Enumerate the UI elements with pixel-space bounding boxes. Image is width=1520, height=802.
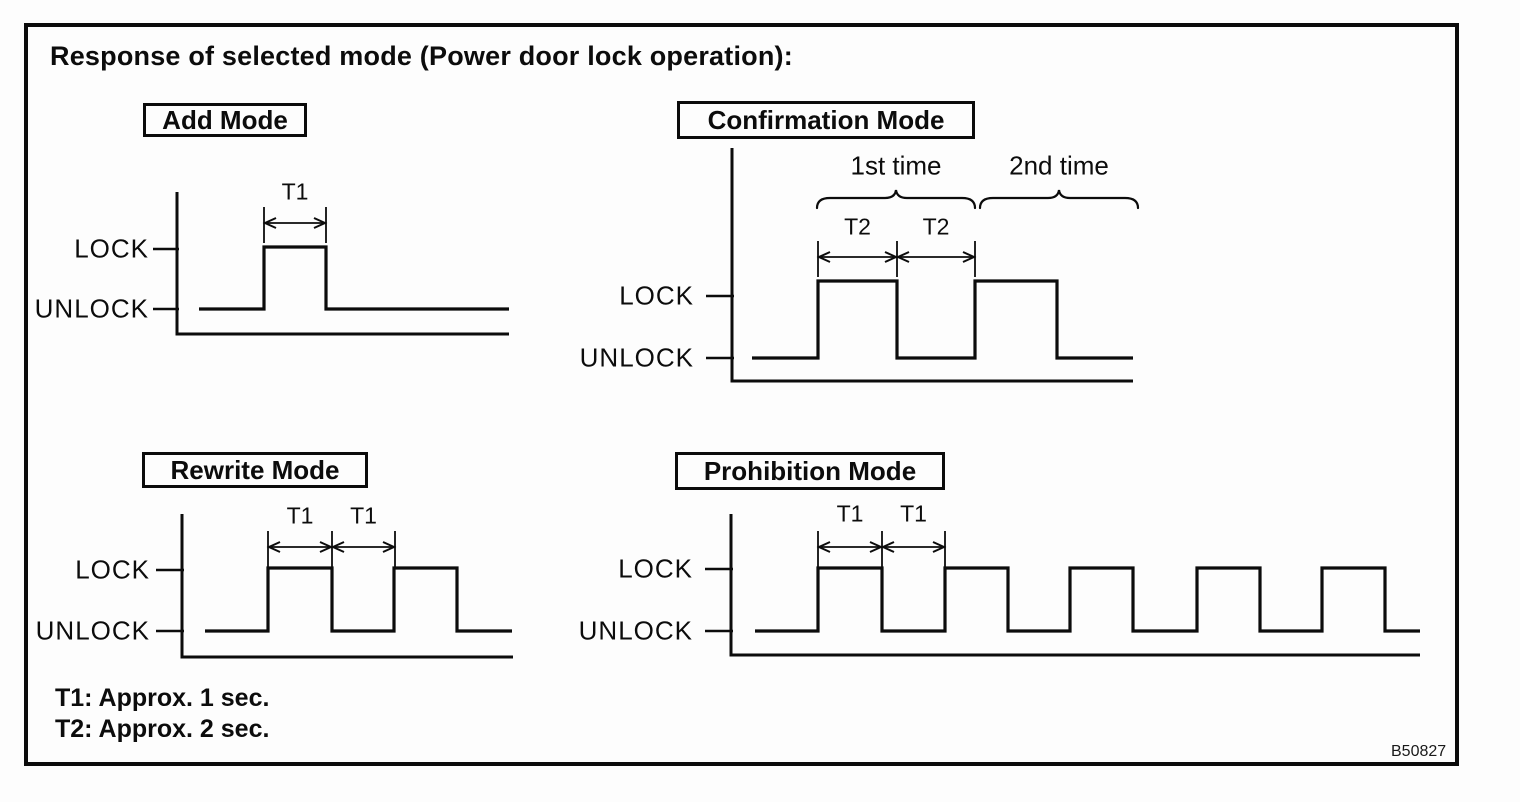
note-t2: T2: Approx. 2 sec. [55, 715, 270, 743]
add-mode-waveform [199, 245, 509, 311]
mode-box-prohibition-mode: Prohibition Mode [675, 452, 945, 490]
confirmation-mode-arrowhead-right [962, 251, 977, 263]
prohibition-mode-arrowhead-right [932, 541, 947, 553]
mode-box-rewrite-mode: Rewrite Mode [142, 452, 368, 488]
confirmation-mode-arrowhead-left [895, 251, 910, 263]
prohibition-mode-axis [729, 514, 1420, 657]
rewrite-mode-waveform [205, 566, 512, 633]
timing-notes: T1: Approx. 1 sec. T2: Approx. 2 sec. [55, 683, 269, 745]
rewrite-mode-lock-label: LOCK [75, 554, 150, 585]
rewrite-mode-unlock-label: UNLOCK [35, 615, 150, 646]
rewrite-mode-arrowhead-right [382, 541, 397, 553]
note-t1: T1: Approx. 1 sec. [55, 684, 270, 712]
confirmation-mode-arrow-label: T2 [922, 213, 950, 240]
rewrite-mode-arrowhead-left [330, 541, 345, 553]
add-mode-axis [175, 192, 509, 336]
add-mode-unlock-label: UNLOCK [34, 293, 149, 324]
confirmation-mode-axis [730, 148, 1133, 383]
prohibition-mode-arrow-label: T1 [836, 500, 864, 527]
prohibition-mode-arrowhead-left [880, 541, 895, 553]
rewrite-mode-arrowhead-left [266, 541, 281, 553]
confirmation-mode-arrowhead-left [816, 251, 831, 263]
prohibition-mode-arrow-label: T1 [900, 500, 927, 527]
add-mode-arrow-label: T1 [281, 178, 309, 205]
add-mode-lock-label: LOCK [74, 233, 149, 264]
rewrite-mode-axis [180, 514, 513, 659]
prohibition-mode-lock-label: LOCK [618, 553, 693, 584]
figure-border [24, 23, 1459, 766]
rewrite-mode-diagram [156, 514, 513, 659]
prohibition-mode-diagram [705, 514, 1420, 657]
confirmation-mode-brace-label: 1st time [850, 150, 942, 181]
confirmation-mode-unlock-label: UNLOCK [579, 342, 694, 373]
prohibition-mode-waveform [755, 566, 1420, 633]
confirmation-mode-arrow-label: T2 [844, 213, 871, 240]
confirmation-mode-brace [815, 189, 977, 210]
rewrite-mode-arrow-label: T1 [286, 502, 314, 529]
figure-code: B50827 [1391, 743, 1447, 760]
confirmation-mode-brace [978, 189, 1140, 210]
prohibition-mode-arrowhead-left [816, 541, 831, 553]
prohibition-mode-unlock-label: UNLOCK [578, 615, 693, 646]
confirmation-mode-lock-label: LOCK [619, 280, 694, 311]
confirmation-mode-waveform [752, 279, 1133, 360]
confirmation-mode-brace-label: 2nd time [1009, 150, 1109, 181]
add-mode-arrowhead-right [313, 217, 328, 229]
figure-title: Response of selected mode (Power door lo… [50, 41, 793, 71]
add-mode-arrowhead-left [262, 217, 277, 229]
rewrite-mode-arrow-label: T1 [350, 502, 377, 529]
add-mode-diagram [153, 192, 509, 336]
confirmation-mode-diagram [706, 148, 1140, 383]
mode-box-add-mode: Add Mode [143, 103, 307, 137]
mode-box-confirmation-mode: Confirmation Mode [677, 101, 975, 139]
